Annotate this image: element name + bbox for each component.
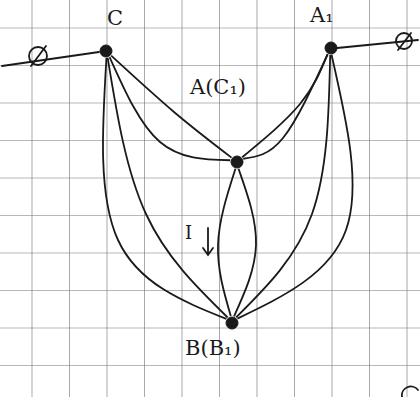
junction-node: A₁: [324, 41, 338, 55]
junction-node: A(C₁): [230, 155, 244, 169]
left-wire: [2, 52, 99, 66]
terminal-slash: [398, 33, 411, 50]
current-label: I: [184, 224, 193, 242]
node-label: A(C₁): [190, 77, 246, 98]
wire-connector: [218, 169, 235, 316]
wire-connector: [237, 55, 352, 319]
junction-dot: [99, 44, 113, 58]
terminal-slash: [31, 46, 46, 66]
wire-connector: [110, 57, 231, 160]
node-label: B(B₁): [185, 338, 241, 359]
terminal-symbol: [396, 33, 412, 49]
junction-dot: [225, 316, 239, 330]
terminal-symbol: [402, 386, 418, 397]
node-label: C: [107, 8, 123, 29]
wire-connector: [242, 54, 327, 157]
junction-node: C: [99, 44, 113, 58]
current-arrow: [203, 228, 213, 255]
terminal-symbol: [29, 47, 47, 65]
wire-connector: [111, 56, 231, 158]
junction-dot: [230, 155, 244, 169]
wire-connector: [234, 169, 256, 316]
junction-node: B(B₁): [225, 316, 239, 330]
node-label: A₁: [310, 5, 334, 26]
wire-connector: [243, 54, 328, 159]
wire-connector: [236, 55, 330, 317]
junction-dot: [324, 41, 338, 55]
